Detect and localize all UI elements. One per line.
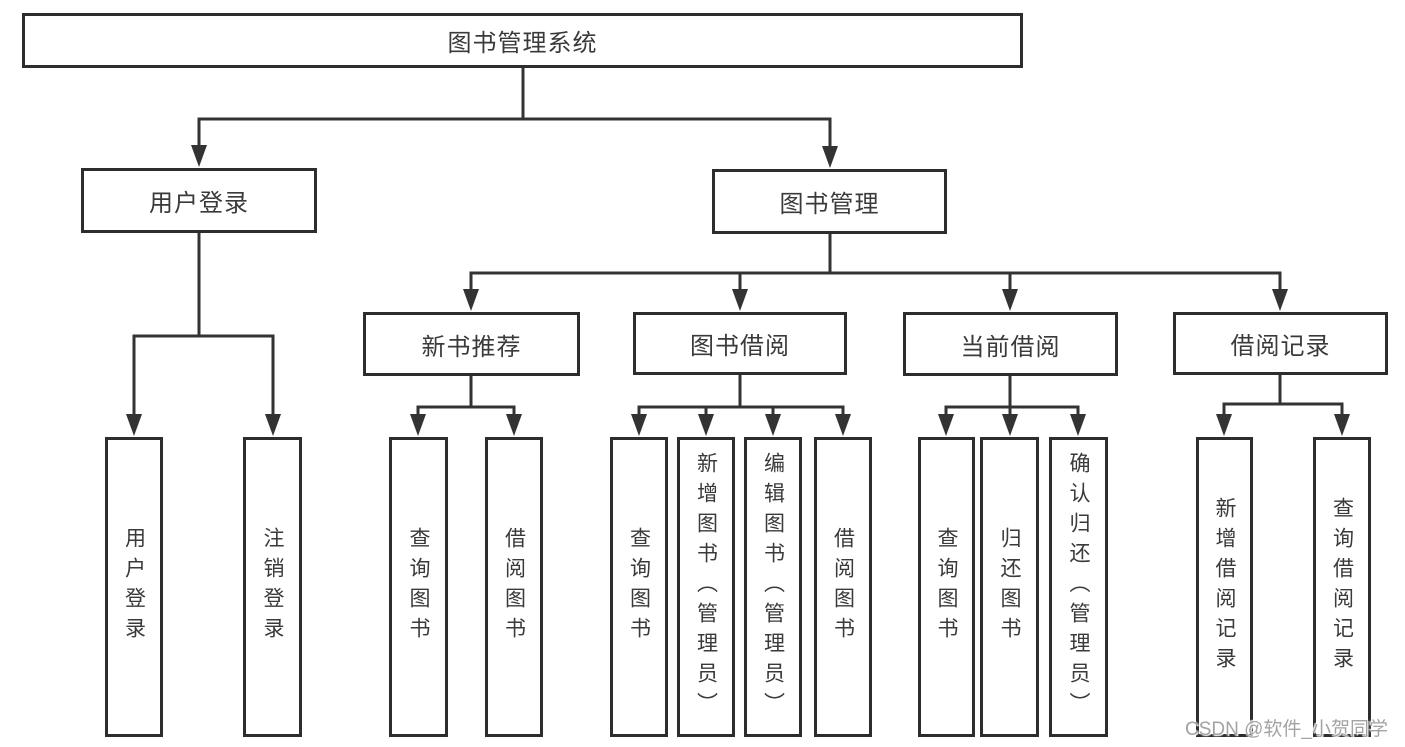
leaf-label: 确认归还（管理员） xyxy=(1067,452,1090,722)
leaf-label: 查询图书 xyxy=(407,527,430,647)
node-book-borrowing: 图书借阅 xyxy=(633,312,847,375)
leaf-return-book: 归还图书 xyxy=(980,437,1039,737)
leaf-borrow-books-2: 借阅图书 xyxy=(814,437,872,737)
leaf-logout: 注销登录 xyxy=(243,437,302,737)
node-borrowing-records: 借阅记录 xyxy=(1173,312,1388,375)
csdn-watermark: CSDN @软件_小贺同学 xyxy=(1185,719,1388,740)
node-label: 图书管理 xyxy=(779,191,880,218)
node-label: 图书借阅 xyxy=(690,333,790,360)
node-label: 借阅记录 xyxy=(1230,333,1331,360)
node-label: 当前借阅 xyxy=(960,333,1061,361)
node-root: 图书管理系统 xyxy=(22,13,1023,68)
leaf-confirm-return-admin: 确认归还（管理员） xyxy=(1049,437,1108,737)
leaf-label: 借阅图书 xyxy=(831,527,855,647)
node-label: 图书管理系统 xyxy=(447,30,598,57)
leaf-edit-book-admin: 编辑图书（管理员） xyxy=(744,437,802,737)
leaf-label: 查询图书 xyxy=(627,527,651,647)
leaf-user-login: 用户登录 xyxy=(105,437,163,737)
node-new-book-recommendation: 新书推荐 xyxy=(363,312,580,376)
leaf-label: 归还图书 xyxy=(998,527,1021,647)
leaf-borrow-books-1: 借阅图书 xyxy=(485,437,543,737)
node-label: 新书推荐 xyxy=(421,333,522,361)
leaf-query-books-2: 查询图书 xyxy=(610,437,668,737)
node-book-management: 图书管理 xyxy=(712,169,947,234)
node-label: 用户登录 xyxy=(149,190,249,217)
leaf-label: 用户登录 xyxy=(122,527,146,647)
leaf-label: 借阅图书 xyxy=(502,527,526,647)
leaf-label: 注销登录 xyxy=(261,527,284,647)
leaf-label: 新增借阅记录 xyxy=(1213,497,1236,677)
leaf-query-borrow-record: 查询借阅记录 xyxy=(1313,437,1371,737)
leaf-add-book-admin: 新增图书（管理员） xyxy=(677,437,735,737)
leaf-query-books-1: 查询图书 xyxy=(389,437,448,737)
node-current-borrowing: 当前借阅 xyxy=(903,312,1118,376)
leaf-label: 编辑图书（管理员） xyxy=(761,452,785,722)
node-user-login: 用户登录 xyxy=(81,168,317,233)
leaf-label: 查询图书 xyxy=(935,527,958,647)
leaf-add-borrow-record: 新增借阅记录 xyxy=(1196,437,1253,737)
leaf-query-books-3: 查询图书 xyxy=(918,437,975,737)
leaf-label: 查询借阅记录 xyxy=(1330,497,1354,677)
leaf-label: 新增图书（管理员） xyxy=(694,452,718,722)
